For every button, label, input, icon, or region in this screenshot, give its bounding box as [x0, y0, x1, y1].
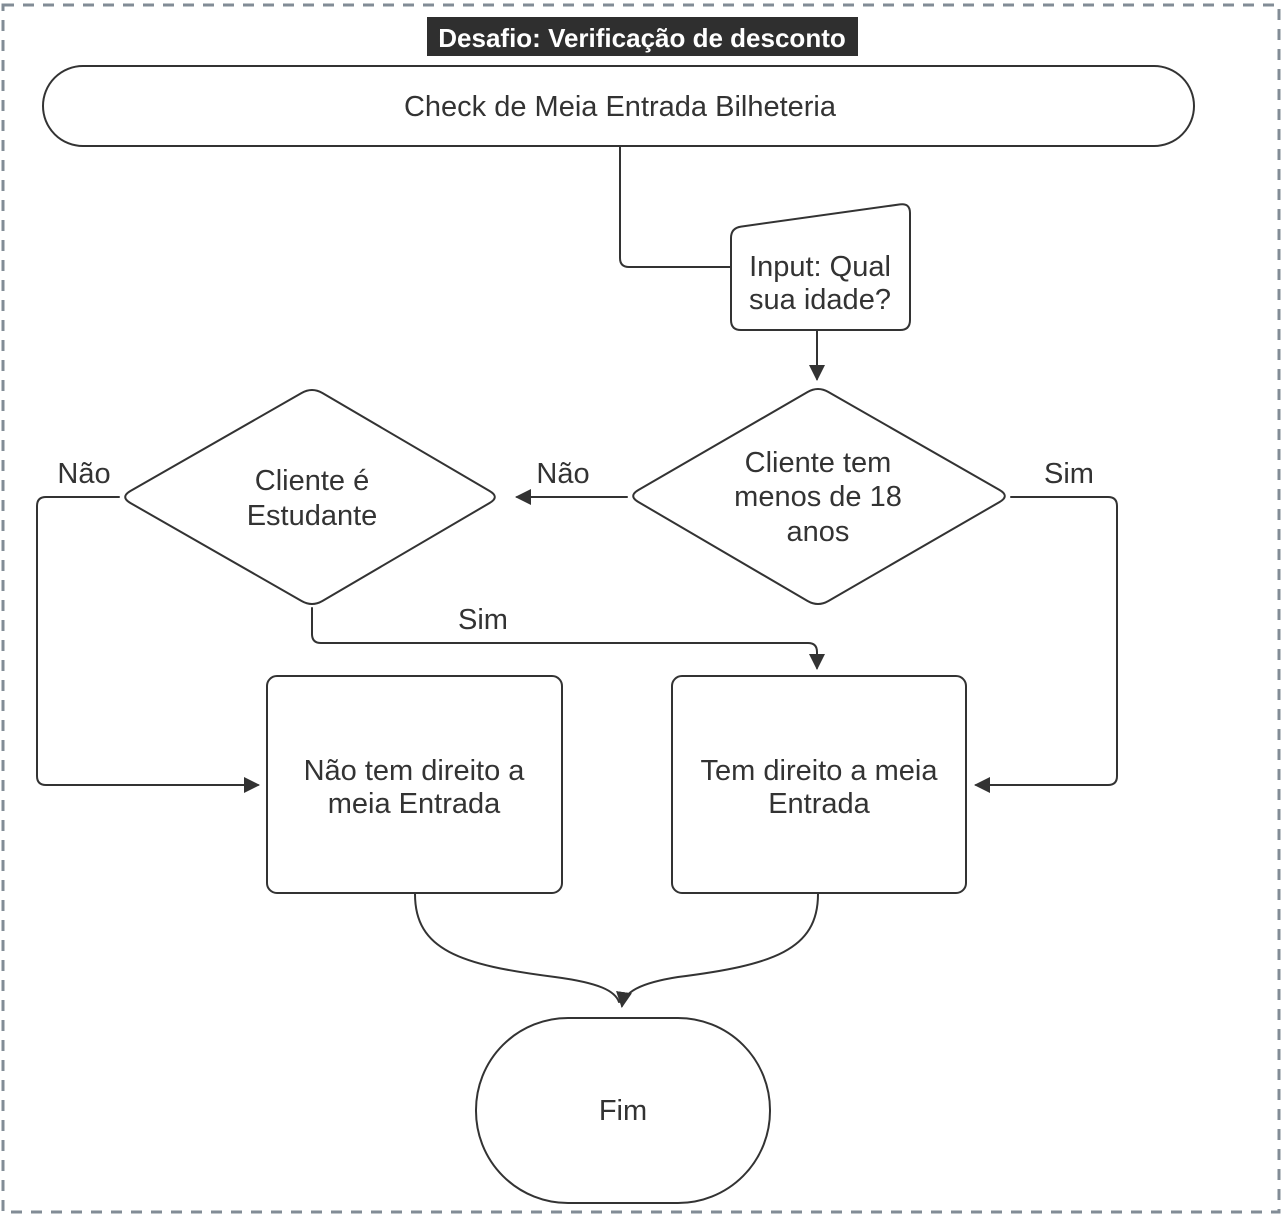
process-no-discount-node[interactable]: Não tem direito a meia Entrada	[266, 675, 563, 894]
edge-age-yes[interactable]	[974, 496, 1118, 793]
decision-student-label-line2: Estudante	[247, 500, 378, 532]
end-node-shape[interactable]	[475, 1017, 771, 1204]
process-discount-label-line2: Entrada	[768, 788, 870, 820]
input-node-shape[interactable]	[730, 203, 911, 331]
flowchart-title: Desafio: Verificação de desconto	[427, 17, 858, 56]
process-no-discount-shape[interactable]	[266, 675, 563, 894]
title-label: Desafio: Verificação de desconto	[438, 23, 845, 53]
decision-student-shape[interactable]	[124, 389, 496, 605]
page-border	[1, 3, 1281, 1214]
edge-student-no[interactable]	[36, 496, 260, 793]
decision-student-node[interactable]: Cliente é Estudante	[124, 389, 496, 605]
process-discount-node[interactable]: Tem direito a meia Entrada	[671, 675, 967, 894]
decision-age-shape[interactable]	[632, 388, 1006, 605]
edge-student-yes[interactable]	[311, 607, 825, 670]
edge-start-to-input[interactable]	[619, 145, 731, 268]
decision-age-label-line3: anos	[787, 516, 850, 548]
title-background	[427, 17, 858, 56]
edge-merge-right[interactable]	[616, 893, 819, 1008]
decision-age-label-line1: Cliente tem	[745, 447, 892, 479]
input-node-label-line1: Input: Qual	[749, 251, 891, 283]
edge-label-student-no: Não	[57, 458, 110, 490]
process-no-discount-label-line1: Não tem direito a	[304, 755, 526, 787]
start-node-label: Check de Meia Entrada Bilheteria	[404, 91, 837, 123]
input-node[interactable]: Input: Qual sua idade?	[730, 203, 911, 331]
edge-label-age-no: Não	[536, 458, 589, 490]
input-node-label-line2: sua idade?	[749, 284, 891, 316]
decision-age-label-line2: menos de 18	[734, 481, 902, 513]
process-discount-label-line1: Tem direito a meia	[701, 755, 939, 787]
process-no-discount-label-line2: meia Entrada	[328, 788, 501, 820]
end-node-label: Fim	[599, 1095, 647, 1127]
edge-merge-left[interactable]	[414, 893, 620, 1003]
decision-age-node[interactable]: Cliente tem menos de 18 anos	[632, 388, 1006, 605]
start-node[interactable]: Check de Meia Entrada Bilheteria	[42, 65, 1195, 147]
edge-label-age-yes: Sim	[1044, 458, 1094, 490]
decision-student-label-line1: Cliente é	[255, 465, 369, 497]
edge-label-student-yes: Sim	[458, 604, 508, 636]
end-node[interactable]: Fim	[475, 1017, 771, 1204]
start-node-shape[interactable]	[42, 65, 1195, 147]
process-discount-shape[interactable]	[671, 675, 967, 894]
